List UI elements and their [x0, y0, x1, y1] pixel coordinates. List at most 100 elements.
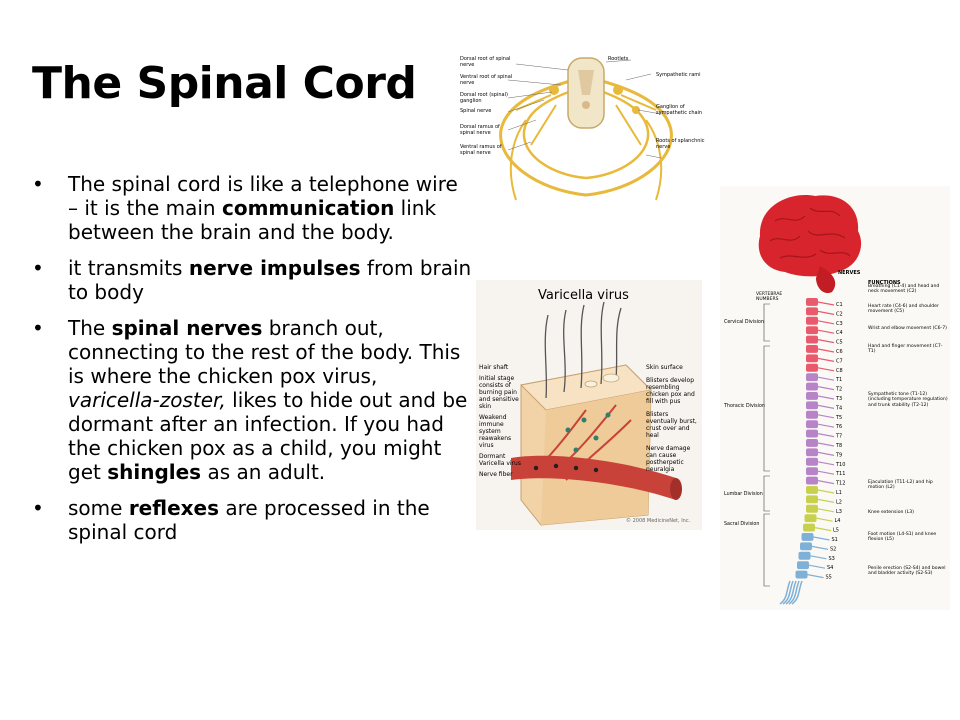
spinal-segment	[806, 439, 818, 447]
segment-label: C2	[836, 311, 843, 317]
bullet-text-segment: as an adult.	[201, 460, 326, 484]
spinal-nerve-branch	[817, 442, 835, 447]
spinal-segment	[806, 335, 818, 344]
spinal-nerve-branch	[807, 574, 824, 579]
spinal-segment	[806, 420, 818, 429]
spine-function-label: Wrist and elbow movement (C6-7)	[868, 326, 947, 331]
spinal-segment	[806, 486, 818, 494]
segment-label: C8	[836, 368, 843, 374]
spine-function-label: Breathing (C1-4) and head and neck movem…	[868, 284, 940, 295]
segment-label: T5	[835, 415, 842, 421]
division-thoracic: Thoracic Division	[724, 404, 765, 409]
segment-label: T10	[835, 462, 845, 468]
cross-label-sympathetic-ganglion: Ganglion of sympathetic chain	[656, 104, 703, 116]
spinal-nerve-branch	[817, 480, 835, 485]
bullet-text-segment: are processed in the spinal cord	[68, 496, 430, 544]
spinal-nerve-branch	[817, 433, 835, 438]
segment-label: L4	[835, 518, 841, 524]
spinal-nerve-branch	[817, 348, 835, 353]
segment-label: C6	[836, 349, 843, 355]
spine-function-label: Hand and finger movement (C7-T1)	[868, 344, 943, 355]
spine-function-label: Foot motion (L4-S1) and knee flexion (L5…	[868, 532, 937, 543]
spinal-segment	[804, 514, 817, 523]
segment-label: L1	[836, 490, 842, 496]
bullet-text-segment: link between the brain and the body.	[68, 196, 437, 244]
bullet-item: •The spinal nerves branch out, connectin…	[32, 316, 472, 484]
cauda-equina-strand	[782, 580, 794, 605]
spinal-segment	[806, 392, 818, 400]
division-cervical: Cervical Division	[724, 320, 764, 325]
spinal-segment	[806, 373, 818, 382]
spinal-segment	[797, 561, 809, 570]
segment-label: T6	[835, 424, 842, 430]
varicella-label-hair-shaft: Hair shaft	[479, 364, 509, 371]
bullet-item: •some reflexes are processed in the spin…	[32, 496, 472, 544]
bullet-text-segment: The spinal cord is like a telephone wire…	[68, 172, 458, 220]
spinal-nerve-branch	[817, 386, 835, 391]
spine-header-vertebrae: VERTEBRAE NUMBERS	[756, 292, 783, 302]
varicella-label-skin-surface: Skin surface	[646, 364, 683, 371]
cauda-equina-strand	[788, 580, 800, 605]
cauda-equina-strand	[779, 580, 791, 605]
bullet-text-segment: nerve impulses	[188, 256, 361, 280]
spinal-segment	[806, 401, 818, 410]
cross-label-ventral-ramus: Ventral ramus of spinal nerve	[460, 144, 502, 156]
spinal-nerve-branch	[817, 451, 835, 456]
segment-label: S5	[826, 575, 832, 581]
spinal-segment	[806, 457, 818, 466]
segment-label: T7	[835, 434, 842, 440]
spine-header-functions: FUNCTIONS	[868, 280, 901, 286]
spinal-segment	[806, 495, 818, 504]
spinal-segment	[798, 551, 811, 560]
spine-function-label: Ejaculation (T11-L2) and hip motion (L2)	[868, 480, 933, 491]
spine-function-label: Penile erection (S2-S4) and bowel and bl…	[868, 566, 946, 577]
cauda-equina-strand	[791, 580, 803, 605]
bullet-dot: •	[32, 256, 44, 280]
cross-label-splanchnic-roots: Roots of splanchnic nerve	[656, 138, 705, 150]
spinal-segment	[803, 523, 815, 532]
spinal-nerve-branch	[814, 527, 832, 532]
segment-label: C3	[836, 321, 843, 327]
varicella-virus-figure: Varicella virus	[476, 280, 702, 530]
spinal-nerve-branch	[813, 536, 830, 541]
spinal-nerve-branch	[817, 423, 835, 428]
spine-function-label: Heart rate (C4-6) and shoulder movement …	[868, 304, 939, 315]
spinal-segment	[806, 345, 818, 353]
slide-title: The Spinal Cord	[32, 58, 417, 109]
spinal-nerve-branch	[817, 301, 835, 306]
spinal-nerve-branch	[811, 545, 829, 550]
varicella-label-blisters-burst: Blisters eventually burst, crust over an…	[646, 411, 697, 439]
spinal-nerve-branch	[816, 517, 833, 522]
spinal-nerve-branch	[810, 555, 827, 560]
varicella-label-blisters-develop: Blisters develop resembling chicken pox …	[646, 377, 695, 405]
cross-label-rootlets: Rootlets	[608, 56, 629, 62]
spinal-nerve-branch	[817, 404, 835, 409]
segment-label: C4	[836, 330, 843, 336]
varicella-label-nerve-fiber: Nerve fiber	[479, 471, 513, 478]
segment-label: S4	[827, 565, 833, 571]
cauda-equina-strand	[785, 580, 797, 605]
spinal-segment	[806, 354, 818, 363]
bullet-text-segment: reflexes	[128, 496, 219, 520]
bullet-item: •The spinal cord is like a telephone wir…	[32, 172, 472, 244]
spinal-nerve-branch	[817, 376, 835, 381]
varicella-label-initial-stage: Initial stage consists of burning pain a…	[479, 375, 519, 410]
segment-label: S1	[832, 537, 838, 543]
spinal-nerve-branch	[817, 414, 835, 419]
spinal-segment	[806, 326, 818, 335]
segment-label: L5	[833, 528, 839, 534]
spinal-nerve-branch	[817, 357, 835, 362]
segment-label: T4	[835, 405, 842, 411]
spinal-nerve-branch	[808, 564, 826, 569]
spinal-nerve-branch	[817, 320, 835, 325]
cross-label-ventral-root: Ventral root of spinal nerve	[460, 74, 513, 86]
spinal-segment	[806, 504, 818, 513]
bullet-text-segment: branch out, connecting to the rest of th…	[68, 316, 461, 388]
spinal-nerve-branch	[817, 339, 835, 344]
bullet-text-segment: it transmits	[68, 256, 189, 280]
spinal-segment	[806, 316, 818, 325]
cross-label-spinal-nerve: Spinal nerve	[460, 108, 492, 114]
spine-header-nerves: NERVES	[838, 270, 861, 276]
